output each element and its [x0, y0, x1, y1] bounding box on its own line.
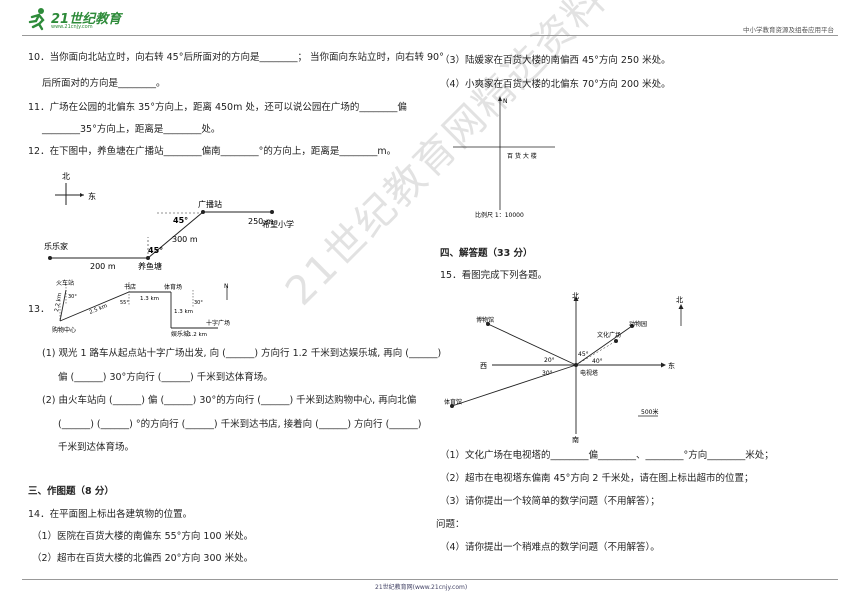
logo-text: 21世纪教育	[51, 12, 122, 27]
q13-d13b: 1.3 km	[174, 309, 193, 315]
logo-url: www.21cnjy.com	[51, 24, 93, 30]
q15-tiyuguan: 体育馆	[444, 398, 462, 406]
header-right-text: 中小学教育资源及组卷应用平台	[743, 26, 834, 34]
q15-text: 15．看图完成下列各题。	[440, 270, 548, 281]
q15-dongwu: 动物园	[629, 320, 647, 328]
q13-north: N	[224, 283, 229, 290]
q12-a45a: 45°	[173, 216, 188, 225]
q15-diagram: 北 北 南 东 西 博物馆 文化广场 动物园 体育馆 电视塔 45° 40° 2…	[444, 292, 684, 444]
q13-shudian: 书店	[124, 283, 136, 291]
header-divider	[22, 35, 838, 36]
q13-2-line1: (2) 由火车站向 (______) 偏 (______) 30°的方向行 (_…	[42, 395, 417, 406]
q15-south: 南	[572, 435, 579, 444]
q14-text: 14．在平面图上标出各建筑物的位置。	[28, 509, 193, 520]
q15-a40: 40°	[592, 358, 603, 365]
q15-scale: 500米	[641, 408, 658, 416]
q12-d250: 250 m	[248, 217, 274, 226]
q15-3: （3）请你提出一个较简单的数学问题（不用解答）；	[440, 496, 660, 507]
q13-huoche: 火车站	[56, 279, 74, 287]
q13-a30: 30°	[68, 294, 77, 300]
section3-title: 三、作图题（8 分）	[28, 486, 114, 497]
q13-number: 13．	[28, 304, 50, 315]
q13-tiyu: 体育场	[164, 283, 182, 291]
q13-2-line2: (______) (______) °的方向行 (______) 千米到达书店,…	[58, 419, 422, 430]
q15-1: （1）文化广场在电视塔的________偏________、________°方…	[440, 450, 774, 461]
section4-title: 四、解答题（33 分）	[440, 248, 533, 259]
q11-line2: ________35°方向上，距离是________处。	[42, 124, 221, 135]
q13-a30b: 30°	[194, 300, 203, 306]
q15-east: 东	[668, 361, 675, 370]
q15-a30: 30°	[542, 370, 553, 377]
q13-1-line1: (1) 观光 1 路车从起点站十字广场出发, 向 (______) 方向行 1.…	[42, 348, 442, 359]
q14-north: N	[503, 98, 508, 105]
q12-diagram: 北 东 广播站 希望小学 乐乐家 养鱼塘 250 m 300 m 200 m 4…	[44, 172, 294, 271]
footer-text: 21世纪教育网(www.21cnjy.com)	[375, 584, 468, 591]
q12-d200: 200 m	[90, 262, 116, 271]
q12-xiwang-label: 希望小学	[262, 219, 294, 229]
q15-north2: 北	[676, 296, 683, 304]
q13-a55: 55°	[120, 300, 129, 306]
q15-4: （4）请你提出一个稍难点的数学问题（不用解答）。	[440, 542, 660, 553]
q12-text: 12．在下图中，养鱼塘在广播站________偏南________°的方向上，距…	[28, 146, 397, 157]
q13-d12: 1.2 km	[188, 332, 207, 338]
q15-north: 北	[572, 292, 579, 300]
q15-center: 电视塔	[580, 369, 598, 377]
q11-line1: 11．广场在公园的北偏东 35°方向上，距离 450m 处，还可以说公园在广场的…	[28, 102, 407, 113]
q13-yule: 娱乐城	[171, 330, 189, 338]
q13-d22: 2.2 km	[54, 293, 63, 313]
q14-center: 百 货 大 楼	[507, 152, 537, 160]
q12-guangbo-label: 广播站	[198, 199, 222, 209]
q13-shizi: 十字广场	[206, 319, 230, 327]
q13-1-line2: 偏 (______) 30°方向行 (______) 千米到达体育场。	[58, 372, 273, 383]
q12-north-label: 北	[62, 172, 70, 181]
q13-gouwu: 购物中心	[52, 326, 76, 334]
header-logo: 21世纪教育 www.21cnjy.com	[26, 5, 146, 33]
q14-diagram: N 百 货 大 楼 比例尺 1：10000	[453, 96, 555, 219]
q15-wenhua: 文化广场	[597, 331, 621, 339]
footer-divider	[22, 579, 838, 580]
q12-a45b: 45°	[148, 246, 163, 255]
q15-west: 西	[480, 362, 487, 370]
q15-2: （2）超市在电视塔东偏南 45°方向 2 千米处，请在图上标出超市的位置；	[440, 473, 754, 484]
q14-scale: 比例尺 1：10000	[475, 211, 524, 219]
q13-d13a: 1.3 km	[140, 296, 159, 302]
runner-logo-icon	[28, 8, 45, 31]
q15-a45: 45°	[578, 351, 589, 358]
q14-1: （1）医院在百货大楼的南偏东 55°方向 100 米处。	[32, 531, 254, 542]
q14-2: （2）超市在百货大楼的北偏西 20°方向 300 米处。	[32, 553, 254, 564]
q12-d300: 300 m	[172, 235, 198, 244]
q15-a20: 20°	[544, 357, 555, 364]
q10-line1: 10．当你面向北站立时，向右转 45°后所面对的方向是________； 当你面…	[28, 52, 444, 63]
q13-diagram: N 火车站 书店 体育场 购物中心 娱乐城 十字广场 2.2 km 2.5 km…	[52, 279, 230, 338]
q15-bowuguan: 博物馆	[476, 316, 494, 324]
q14-3: （3）陆媛家在百货大楼的南偏西 45°方向 250 米处。	[440, 55, 671, 66]
q12-lele-label: 乐乐家	[44, 241, 68, 251]
q10-line2: 后所面对的方向是________。	[42, 78, 166, 89]
q12-east-label: 东	[88, 191, 96, 201]
q15-question-label: 问题：	[436, 519, 465, 530]
q13-2-line3: 千米到达体育场。	[58, 442, 135, 453]
q12-yuyu-label: 养鱼塘	[138, 261, 162, 271]
q14-4: （4）小爽家在百货大楼的北偏东 70°方向 200 米处。	[440, 79, 671, 90]
